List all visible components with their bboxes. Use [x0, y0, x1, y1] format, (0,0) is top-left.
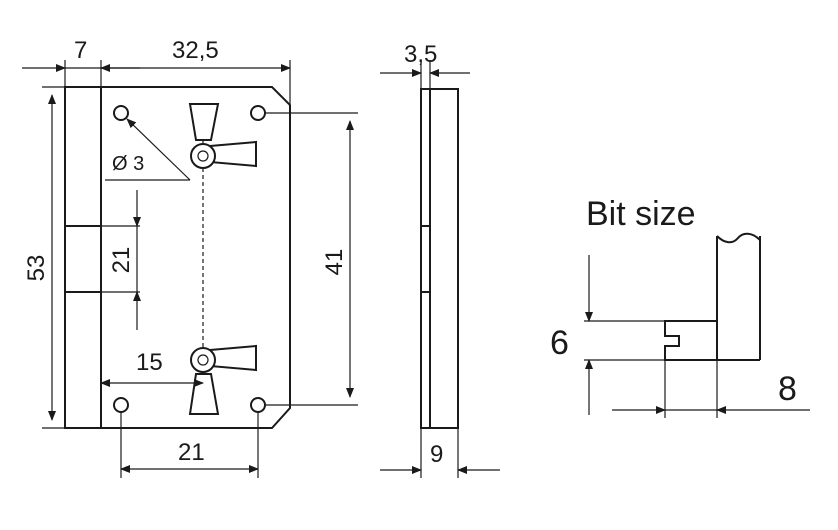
bolt — [64, 225, 102, 293]
dim-label-3-5: 3,5 — [404, 41, 437, 68]
leader-diameter-arrow — [126, 118, 191, 181]
dim-label-7: 7 — [74, 37, 87, 64]
lever-top — [188, 103, 257, 169]
dim-label-41: 41 — [321, 249, 348, 276]
dim-label-9: 9 — [430, 441, 443, 468]
front-view: 7 32,5 53 41 21 Ø 3 15 21 — [22, 37, 358, 478]
bit-detail: Bit size 6 8 — [550, 195, 810, 418]
mounting-hole-top-left — [113, 105, 129, 121]
dim-label-53: 53 — [23, 255, 50, 282]
dim-label-diameter: Ø 3 — [112, 153, 144, 175]
side-bolt — [420, 225, 431, 293]
lever-bottom — [188, 344, 257, 415]
dim-label-15: 15 — [136, 349, 163, 376]
dim-label-21-bolt: 21 — [108, 247, 135, 274]
bit-size-title: Bit size — [586, 195, 696, 233]
key-break-line — [716, 232, 761, 244]
key-bit — [664, 320, 718, 361]
dim-label-21-bottom: 21 — [178, 439, 205, 466]
dim-label-32-5: 32,5 — [172, 37, 219, 64]
side-view: 3,5 9 — [380, 41, 500, 478]
dim-label-6: 6 — [550, 324, 569, 362]
dim-label-8: 8 — [778, 370, 797, 408]
